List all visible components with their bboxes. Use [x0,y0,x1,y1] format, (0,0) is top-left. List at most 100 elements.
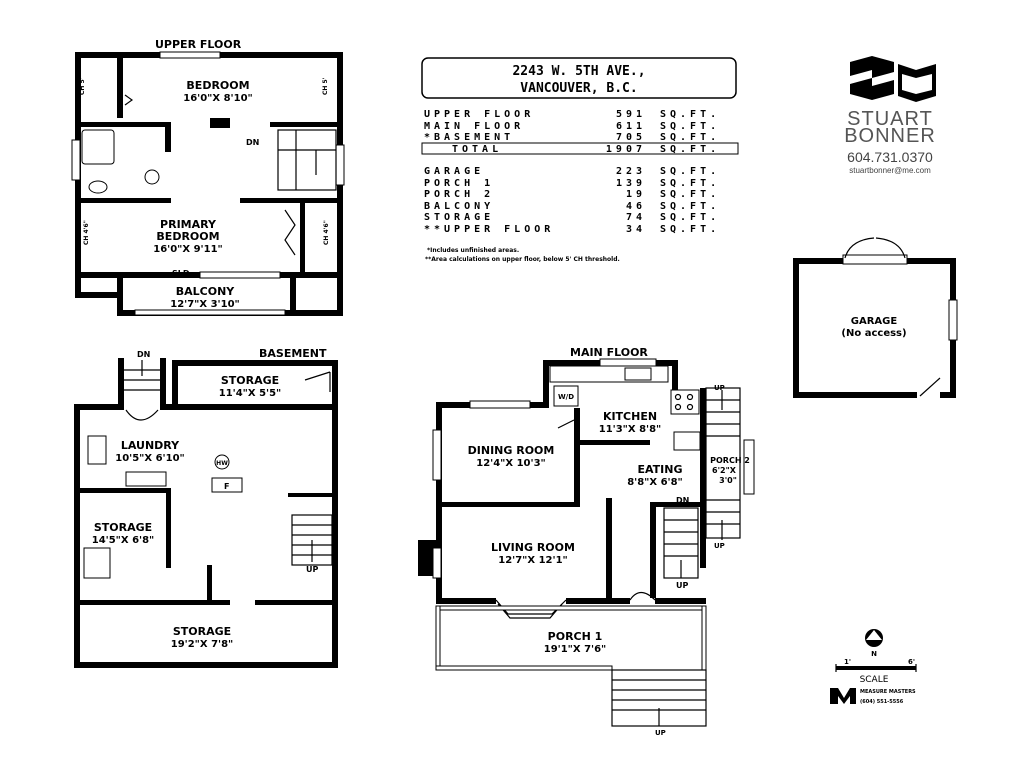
porch-2-rail [743,439,755,495]
area-row-label: STORAGE [424,212,495,223]
storage-bottom-dim: 19'2"X 7'8" [171,639,234,650]
living-room-dim: 12'7"X 12'1" [498,555,567,566]
area-row-value: 591 [615,109,646,120]
wall [172,360,338,366]
upper-floor-plan: UPPER FLOOR [71,38,345,316]
wall [655,598,706,604]
area-row-value: 46 [625,200,646,212]
storage-mid-dim: 14'5"X 6'8" [92,535,155,546]
area-row-label: *BASEMENT [424,132,515,143]
area-row-unit: SQ.FT. [660,177,721,189]
area-row-label: PORCH 1 [424,177,495,189]
sliding-door-label: SLD [172,269,190,278]
area-row-value: 19 [625,189,646,200]
burner [674,403,682,411]
area-row-unit: SQ.FT. [660,189,721,200]
logo-mark-b-inner [902,74,932,94]
upper-floor-title: UPPER FLOOR [155,38,242,51]
laundry-appliance [87,435,107,465]
furnace-label: F [224,482,229,491]
brand-name-1: STUART [847,108,933,130]
bathtub [81,129,115,165]
wall [580,440,650,445]
wall [793,258,799,398]
kitchen-sink [624,367,652,381]
wall [442,502,580,507]
kitchen-label: KITCHEN [603,410,657,423]
stairs-up-label: UP [655,729,666,737]
wall [75,292,123,298]
primary-bedroom-label: BEDROOM [156,230,219,243]
area-row-label: PORCH 2 [424,189,495,200]
wall [656,502,700,507]
wall [165,122,171,152]
porch-1-stairs [611,669,707,727]
main-interior-stairs [663,507,699,579]
bedroom-label: BEDROOM [186,79,249,92]
area-row-unit: SQ.FT. [660,166,721,177]
porch-1-dim: 19'1"X 7'6" [544,644,607,655]
porch-2-stairs [705,387,741,540]
area-table-spacer [424,155,740,166]
garage-door [842,254,908,265]
area-row-value: 34 [625,223,646,235]
wall [332,360,338,668]
dining-room-label: DINING ROOM [468,444,555,457]
wall [672,360,678,390]
wall [117,56,123,118]
stairs-up-label: UP [306,565,318,574]
area-row-unit: SQ.FT. [660,120,721,132]
scale-bar: 1' 6' SCALE [835,658,917,685]
eating-dim: 8'8"X 6'8" [627,477,683,488]
stove [670,389,700,415]
window [948,299,958,341]
area-row-label: UPPER FLOOR [424,109,535,120]
logo-mark-s [850,56,894,100]
wall [172,360,178,410]
window [71,139,81,181]
wall [80,488,170,493]
wall [650,502,656,598]
window [599,358,657,367]
wall [543,360,549,408]
area-row-value: 74 [625,212,646,223]
door-swing [557,419,575,429]
toilet [88,180,108,194]
burner [686,403,694,411]
wall [300,200,305,278]
kitchen-counter [673,431,701,451]
porch-2-dim: 3'0" [719,476,737,485]
area-row-value: 1907 [605,143,646,155]
ceiling-height-label: CH 5' [322,77,329,95]
window [199,271,281,279]
basement-title: BASEMENT [259,347,327,360]
wall [81,122,171,127]
window [134,309,286,316]
primary-bedroom-label: PRIMARY [160,218,217,231]
dining-room-dim: 12'4"X 10'3" [476,458,545,469]
note-ch-threshold: **Area calculations on upper floor, belo… [425,256,620,263]
area-table [421,142,739,155]
primary-bedroom-dim: 16'0"X 9'11" [153,244,222,255]
wall [436,402,442,602]
porch-1-label: PORCH 1 [548,630,603,643]
sink [144,169,160,185]
area-row-value: 223 [615,166,646,177]
window [469,400,531,409]
storage-shelf [83,547,111,579]
basement-stairs-up [291,514,333,566]
area-row: PORCH 1 139 SQ.FT. [424,178,740,190]
wall [574,408,580,506]
porch-1-rail [435,665,613,671]
porch-2-dim: 6'2"X [712,466,737,475]
door-swing [919,377,941,397]
stairs-down-label: DN [246,138,259,147]
area-row-value: 139 [615,177,646,189]
bedroom-dim: 16'0"X 8'10" [183,93,252,104]
